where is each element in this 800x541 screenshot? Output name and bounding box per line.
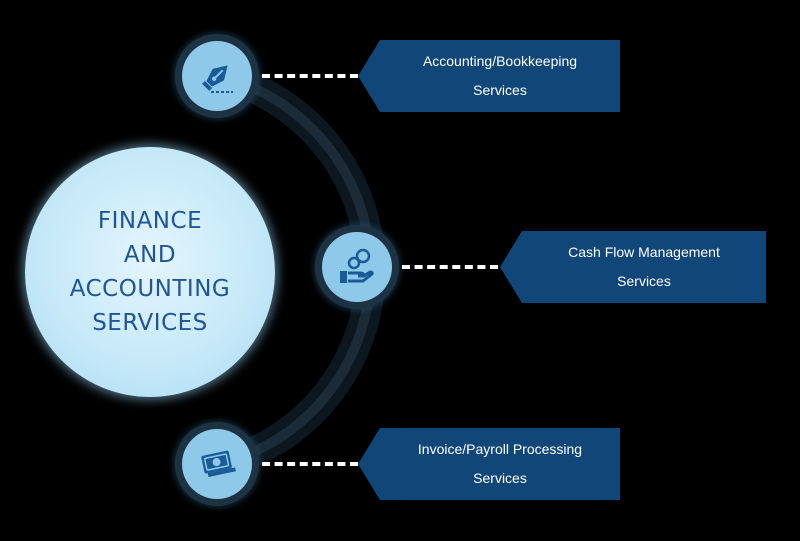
cash-flow-label: Cash Flow Management Services xyxy=(568,244,720,289)
connector-1 xyxy=(262,74,358,78)
invoice-payroll-node xyxy=(175,422,259,506)
hub-title: FINANCE AND ACCOUNTING SERVICES xyxy=(69,208,231,336)
connector-3 xyxy=(262,462,358,466)
pen-nib-icon xyxy=(202,65,233,93)
accounting-label: Accounting/Bookkeeping Services xyxy=(422,53,578,98)
hand-coins-icon xyxy=(340,248,374,283)
cash-flow-node xyxy=(315,225,399,309)
invoice-payroll-banner: Invoice/Payroll Processing Services xyxy=(358,428,620,500)
banknote-icon xyxy=(201,450,236,478)
accounting-banner: Accounting/Bookkeeping Services xyxy=(358,40,620,112)
finance-accounting-hub: FINANCE AND ACCOUNTING SERVICES xyxy=(25,147,275,397)
invoice-payroll-label: Invoice/Payroll Processing Services xyxy=(417,441,583,486)
cash-flow-banner: Cash Flow Management Services xyxy=(500,231,766,303)
accounting-node xyxy=(175,34,259,118)
connector-2 xyxy=(402,265,498,269)
